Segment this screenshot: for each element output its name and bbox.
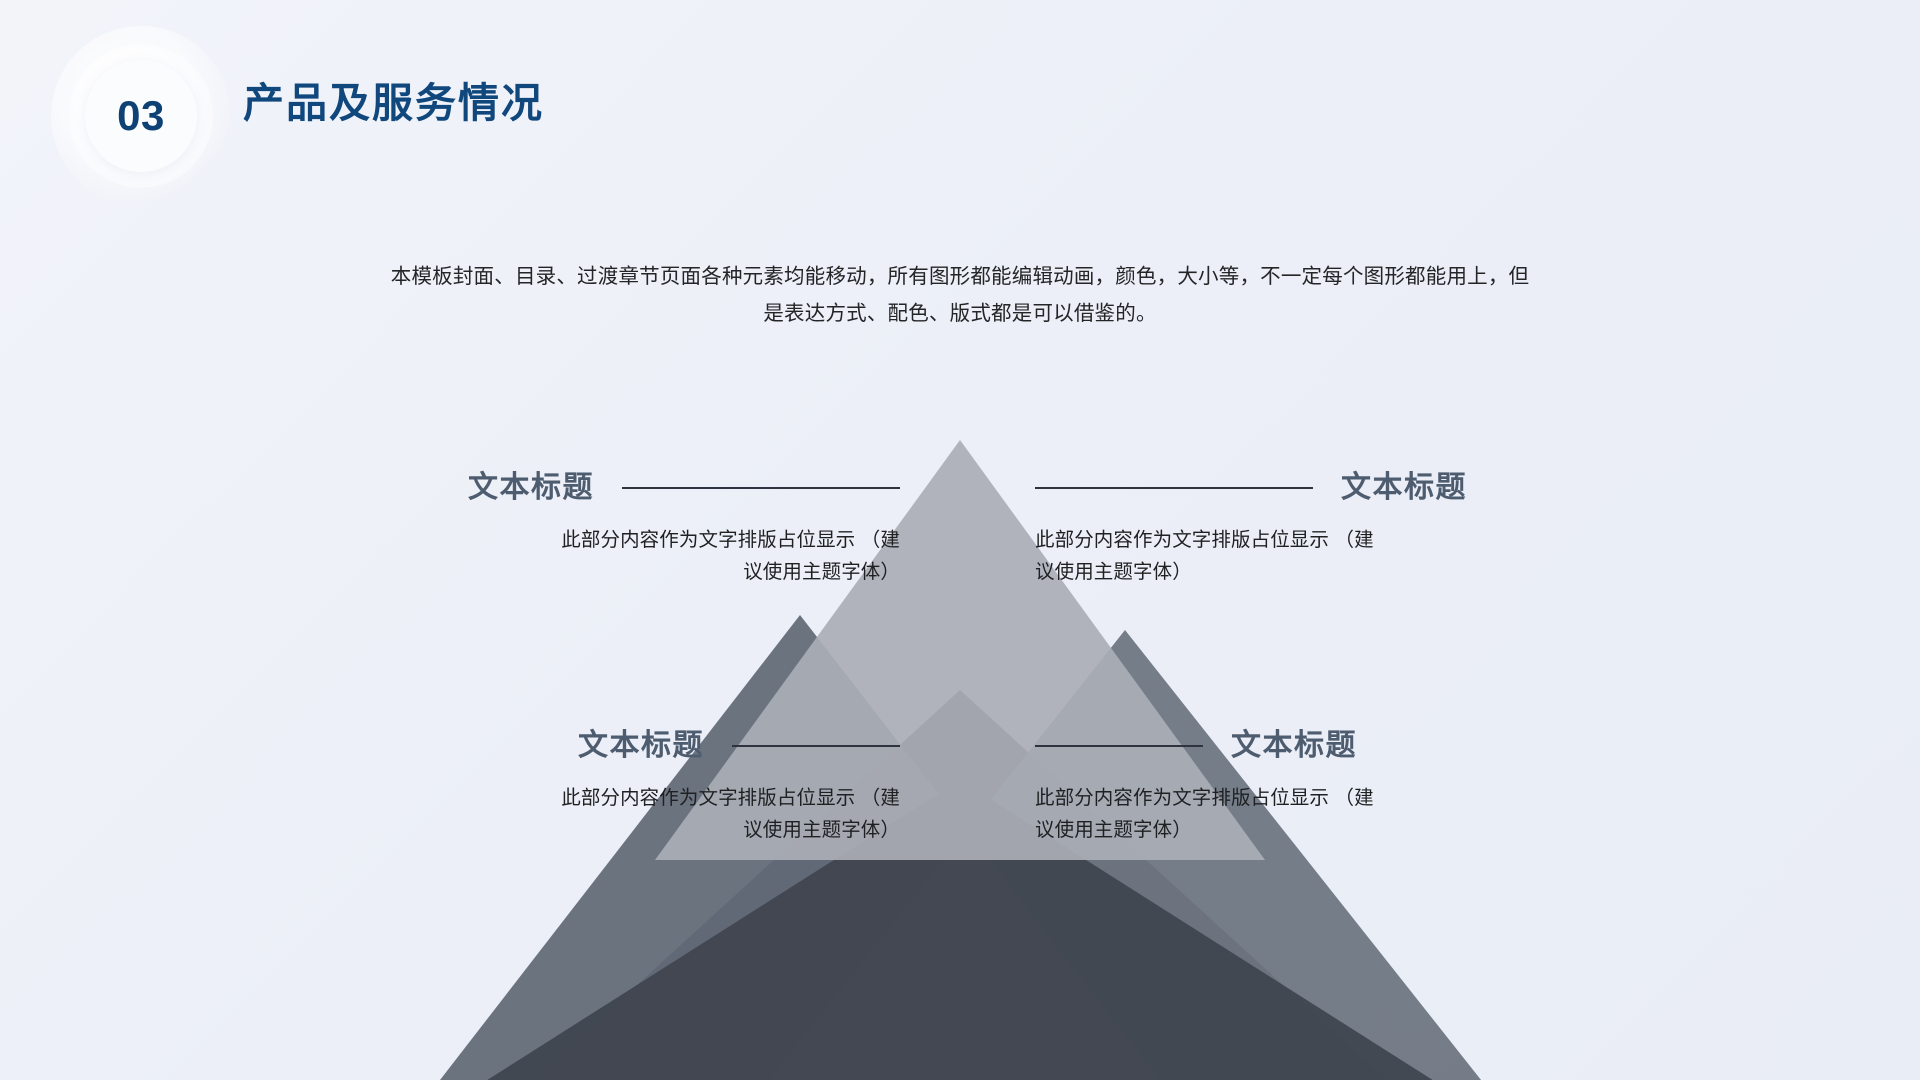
callout-bottom-right: 文本标题 此部分内容作为文字排版占位显示 （建议使用主题字体） — [1035, 723, 1870, 846]
intro-line-2: 是表达方式、配色、版式都是可以借鉴的。 — [763, 302, 1157, 326]
callout-bottom-left: 文本标题 此部分内容作为文字排版占位显示 （建议使用主题字体） — [65, 723, 900, 846]
intro-paragraph: 本模板封面、目录、过渡章节页面各种元素均能移动，所有图形都能编辑动画，颜色，大小… — [290, 258, 1630, 333]
callout-top-right: 文本标题 此部分内容作为文字排版占位显示 （建议使用主题字体） — [1035, 465, 1870, 588]
intro-line-1: 本模板封面、目录、过渡章节页面各种元素均能移动，所有图形都能编辑动画，颜色，大小… — [390, 265, 1530, 288]
slide-header: 03 产品及服务情况 — [0, 0, 1920, 220]
pyramid-layer-left-mid — [440, 615, 1160, 1080]
callout-top-left-header: 文本标题 — [65, 465, 900, 511]
callout-bottom-right-header: 文本标题 — [1035, 723, 1870, 769]
callout-top-right-body: 此部分内容作为文字排版占位显示 （建议使用主题字体） — [1035, 529, 1374, 583]
section-number-text: 03 — [117, 92, 165, 139]
pyramid-layer-right-mid — [768, 630, 1482, 1080]
callout-bottom-left-rule — [732, 745, 900, 747]
callout-top-left-label: 文本标题 — [468, 471, 594, 504]
section-number-badge: 03 — [51, 26, 231, 206]
callout-bottom-left-label: 文本标题 — [578, 729, 704, 762]
callout-bottom-right-body: 此部分内容作为文字排版占位显示 （建议使用主题字体） — [1035, 787, 1374, 841]
callout-bottom-right-rule — [1035, 745, 1203, 747]
callout-bottom-left-body: 此部分内容作为文字排版占位显示 （建议使用主题字体） — [561, 787, 900, 841]
callout-top-left-rule — [622, 487, 900, 489]
callout-top-right-rule — [1035, 487, 1313, 489]
badge-inner-circle: 03 — [85, 60, 197, 172]
callout-top-left: 文本标题 此部分内容作为文字排版占位显示 （建议使用主题字体） — [65, 465, 900, 588]
page-title: 产品及服务情况 — [243, 80, 544, 126]
callout-bottom-right-label: 文本标题 — [1231, 729, 1357, 762]
callout-top-right-label: 文本标题 — [1341, 471, 1467, 504]
callout-bottom-left-header: 文本标题 — [65, 723, 900, 769]
callout-top-right-header: 文本标题 — [1035, 465, 1870, 511]
callout-top-left-body: 此部分内容作为文字排版占位显示 （建议使用主题字体） — [561, 529, 900, 583]
